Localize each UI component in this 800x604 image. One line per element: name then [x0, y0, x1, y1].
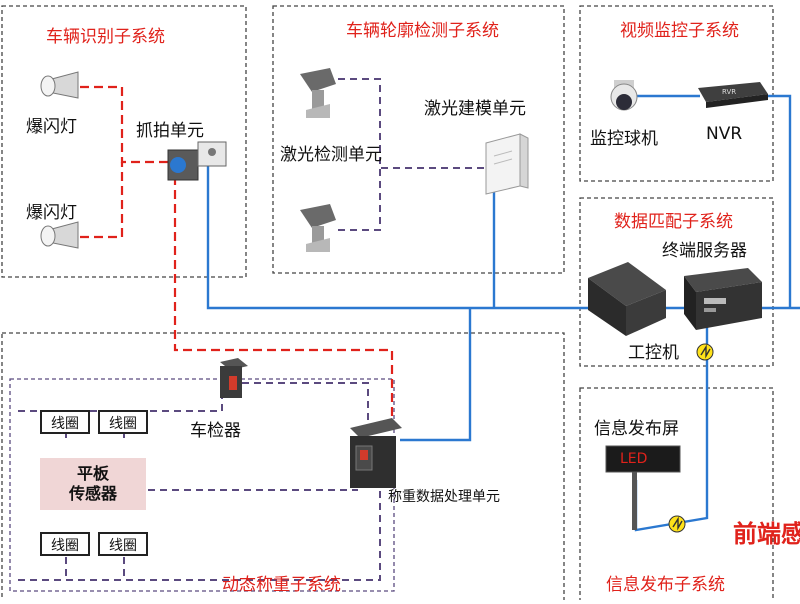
connector-icon	[668, 515, 686, 533]
coil: 线圈	[98, 410, 148, 434]
plate-sensor-line1: 平板	[76, 464, 109, 483]
laser-model-label: 激光建模单元	[424, 99, 526, 119]
flash-line-top	[80, 85, 172, 164]
detector-signal-line	[173, 162, 394, 428]
matching-box	[579, 197, 774, 367]
contour-title: 车辆轮廓检测子系统	[346, 21, 499, 41]
capture-camera-icon	[167, 141, 227, 181]
vehicle-id-title: 车辆识别子系统	[46, 27, 165, 47]
laser-bottom-line	[338, 168, 381, 231]
info-screen-label: 信息发布屏	[594, 419, 679, 439]
dome-camera-icon	[610, 80, 638, 111]
vehicle-detector-icon	[220, 358, 248, 398]
weigh-processor-icon	[350, 418, 402, 488]
terminal-server-label: 终端服务器	[662, 241, 747, 261]
vehicle-id-box	[1, 5, 247, 278]
terminal-server-icon	[684, 268, 762, 330]
nvr-icon: RVR	[698, 82, 768, 108]
laser-scanner-icon	[300, 204, 336, 252]
laser-detect-label: 激光检测单元	[280, 145, 382, 165]
flash-lamp-icon	[40, 221, 79, 249]
ipc-label: 工控机	[628, 343, 679, 363]
capture-unit-label: 抓拍单元	[136, 121, 204, 141]
weigh-processor-label: 称重数据处理单元	[388, 489, 500, 505]
plate-sensor: 平板 传感器	[40, 458, 146, 510]
brand-text: 前端感	[733, 520, 800, 548]
ipc-icon	[588, 262, 666, 336]
svg-text:RVR: RVR	[722, 88, 736, 96]
screen-led-text: LED	[620, 451, 648, 467]
video-title: 视频监控子系统	[620, 21, 739, 41]
coil: 线圈	[98, 532, 148, 556]
vehicle-detector-label: 车检器	[190, 421, 241, 441]
flash-line-bottom	[80, 162, 124, 239]
matching-title: 数据匹配子系统	[614, 212, 733, 232]
contour-box	[272, 5, 565, 274]
flash-lamp-label: 爆闪灯	[26, 117, 77, 137]
coil-bottom-line	[18, 490, 381, 581]
weighing-title: 动态称重子系统	[222, 575, 341, 595]
weigh-network-line	[400, 308, 472, 442]
laser-model-cabinet-icon	[485, 133, 529, 195]
connector-icon	[696, 343, 714, 361]
laser-top-line	[338, 78, 488, 169]
laser-scanner-icon	[300, 68, 336, 118]
flash-lamp-label: 爆闪灯	[26, 203, 77, 223]
info-release-title: 信息发布子系统	[606, 575, 725, 595]
plate-sensor-line2: 传感器	[68, 484, 117, 503]
info-screen-icon	[605, 445, 681, 530]
nvr-label: NVR	[706, 124, 743, 144]
coil: 线圈	[40, 410, 90, 434]
coil: 线圈	[40, 532, 90, 556]
dome-camera-label: 监控球机	[590, 129, 658, 149]
video-box	[579, 5, 774, 182]
flash-lamp-icon	[40, 71, 79, 99]
video-network-line	[632, 94, 792, 308]
